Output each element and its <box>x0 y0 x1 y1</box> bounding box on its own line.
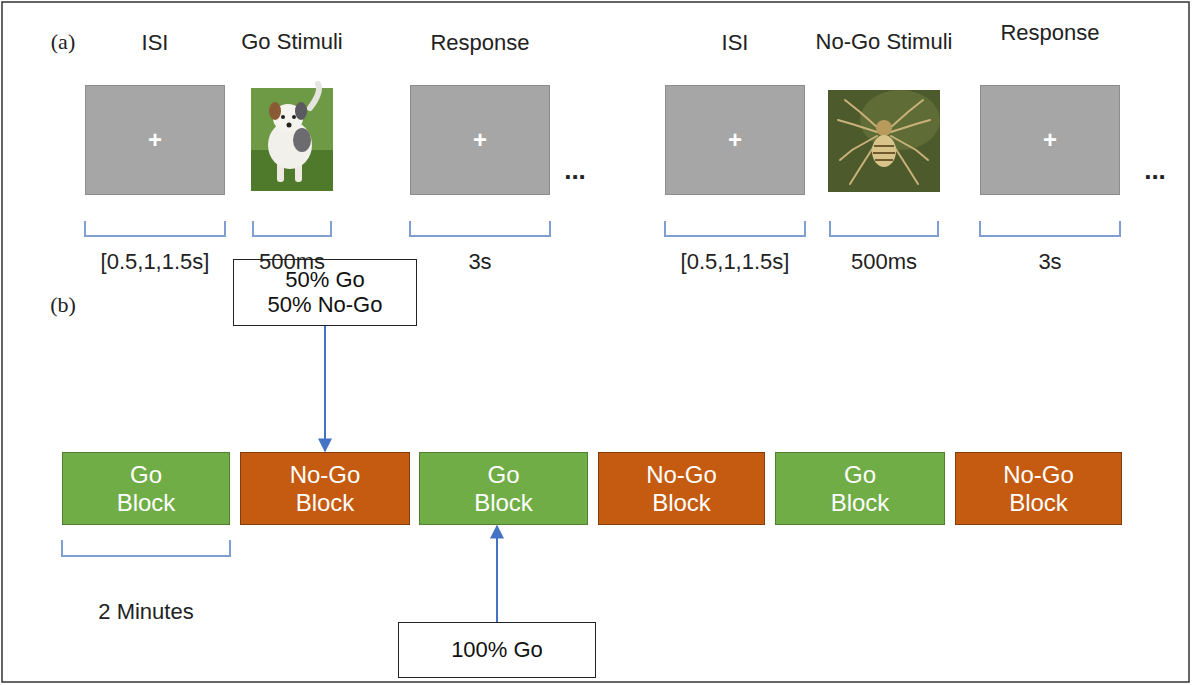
duration-label: 3s <box>468 249 491 275</box>
duration-bracket <box>85 221 225 236</box>
spider-stripes <box>873 146 895 160</box>
duration-bracket <box>62 540 230 556</box>
puppy-ear <box>295 102 307 120</box>
spider-abdomen <box>872 135 896 167</box>
puppy-patch <box>293 128 311 152</box>
puppy-eye <box>292 115 296 119</box>
puppy-eye <box>281 115 285 119</box>
spider-leg <box>838 120 877 132</box>
block-label: Go Block <box>815 461 905 516</box>
spider-legs <box>838 100 930 184</box>
duration-bracket <box>830 221 938 236</box>
spider-head <box>876 120 892 136</box>
puppy-tail <box>310 84 319 108</box>
spider-leg <box>840 136 877 160</box>
go-block: Go Block <box>62 452 230 525</box>
block-label: Go Block <box>459 461 549 516</box>
fixation-cross: + <box>148 126 162 154</box>
block-label: Go Block <box>101 461 191 516</box>
duration-label: [0.5,1,1.5s] <box>681 249 790 275</box>
spider-photo <box>828 90 940 192</box>
stimulus-heading: ISI <box>722 30 749 55</box>
block-label: No-Go Block <box>280 461 370 516</box>
response-screen: Response+ <box>980 85 1120 195</box>
duration-label: 500ms <box>259 249 325 275</box>
response-screen: Response+ <box>410 85 550 195</box>
fixation-cross: + <box>728 126 742 154</box>
duration-label: 500ms <box>851 249 917 275</box>
fixation-cross: + <box>1043 126 1057 154</box>
duration-label: 3s <box>1038 249 1061 275</box>
panel-label: (b) <box>50 292 76 318</box>
go-block: Go Block <box>775 452 945 525</box>
stimulus-image: Go Stimuli <box>251 88 333 191</box>
block-label: No-Go Block <box>637 461 727 516</box>
stimulus-image: No-Go Stimuli <box>828 90 940 192</box>
photo-background <box>251 88 333 191</box>
go-block: Go Block <box>419 452 588 525</box>
spider-leg <box>891 120 930 132</box>
stimulus-heading: Go Stimuli <box>241 29 342 54</box>
duration-label: 2 Minutes <box>98 599 193 625</box>
duration-bracket <box>665 221 805 236</box>
block-label: No-Go Block <box>994 461 1084 516</box>
nogo-block: No-Go Block <box>240 452 410 525</box>
continuation-dots: ... <box>1144 155 1166 186</box>
pointer-arrow <box>324 326 326 452</box>
callout-text: 50% Go 50% No-Go <box>265 267 385 318</box>
nogo-block: No-Go Block <box>598 452 765 525</box>
puppy-ear <box>269 102 281 120</box>
fixation-screen: ISI+ <box>85 85 225 195</box>
stimulus-heading: ISI <box>142 30 169 55</box>
duration-bracket <box>410 221 550 236</box>
stimulus-heading: No-Go Stimuli <box>816 29 953 54</box>
puppy-photo <box>251 84 333 191</box>
spider-leg <box>891 136 928 160</box>
callout-text: 100% Go <box>451 637 543 662</box>
continuation-dots: ... <box>564 155 586 186</box>
pointer-arrow <box>496 526 498 622</box>
ratio-callout: 100% Go <box>398 622 596 678</box>
duration-bracket <box>253 221 331 236</box>
photo-background <box>828 90 940 192</box>
puppy-nose <box>287 123 292 128</box>
duration-bracket <box>980 221 1120 236</box>
fixation-screen: ISI+ <box>665 85 805 195</box>
stimulus-heading: Response <box>1000 20 1099 45</box>
panel-label: (a) <box>51 29 75 55</box>
fixation-cross: + <box>473 126 487 154</box>
nogo-block: No-Go Block <box>955 452 1122 525</box>
duration-label: [0.5,1,1.5s] <box>101 249 210 275</box>
stimulus-heading: Response <box>430 30 529 55</box>
